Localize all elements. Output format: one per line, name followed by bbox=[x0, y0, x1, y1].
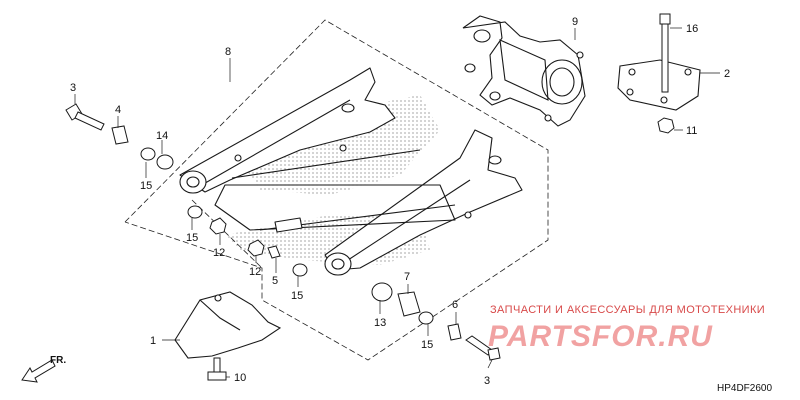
callout-15-a: 15 bbox=[140, 180, 152, 192]
nut-12-a bbox=[209, 217, 227, 235]
final-drive-housing bbox=[462, 15, 586, 127]
callout-1: 1 bbox=[150, 335, 156, 347]
callout-5: 5 bbox=[272, 275, 278, 287]
callout-14: 14 bbox=[156, 130, 168, 142]
front-label: FR. bbox=[50, 355, 66, 366]
leader-lines bbox=[74, 27, 720, 378]
swingarm bbox=[179, 67, 523, 276]
collar-5 bbox=[267, 245, 281, 259]
nut-11 bbox=[657, 117, 675, 134]
seal-15-d bbox=[418, 311, 434, 325]
bearing-13 bbox=[371, 282, 393, 302]
callout-15-d: 15 bbox=[421, 339, 433, 351]
bolt-3-lower bbox=[465, 335, 501, 361]
callout-3-lower: 3 bbox=[484, 375, 490, 387]
front-direction-marker: FR. bbox=[21, 355, 66, 383]
skid-plate bbox=[174, 291, 282, 359]
seal-15-c bbox=[292, 263, 308, 277]
callout-6: 6 bbox=[452, 299, 458, 311]
callout-9: 9 bbox=[572, 16, 578, 28]
bearing-14 bbox=[156, 154, 174, 170]
callout-7: 7 bbox=[404, 271, 410, 283]
callouts: 3 4 14 15 8 9 16 2 11 15 12 12 5 15 7 13… bbox=[70, 16, 730, 387]
callout-13: 13 bbox=[374, 317, 386, 329]
assembly-boundary bbox=[124, 19, 549, 361]
bolt-16 bbox=[659, 13, 671, 93]
bolt-10 bbox=[207, 357, 227, 381]
callout-15-b: 15 bbox=[186, 232, 198, 244]
callout-16: 16 bbox=[686, 23, 698, 35]
callout-2: 2 bbox=[724, 68, 730, 80]
callout-11: 11 bbox=[686, 125, 697, 137]
callout-4: 4 bbox=[115, 104, 121, 116]
callout-12-b: 12 bbox=[249, 266, 261, 278]
mounting-bracket bbox=[617, 59, 701, 111]
bolt-3-upper bbox=[65, 103, 105, 131]
callout-10: 10 bbox=[234, 372, 246, 384]
seal-15-a bbox=[140, 147, 156, 161]
callout-15-c: 15 bbox=[291, 290, 303, 302]
collar-6 bbox=[447, 323, 462, 341]
arrow-icon bbox=[21, 359, 56, 383]
callout-12-a: 12 bbox=[213, 247, 225, 259]
watermark-tagline: ЗАПЧАСТИ И АКСЕССУАРЫ ДЛЯ МОТОТЕХНИКИ bbox=[490, 304, 765, 316]
watermark: ЗАПЧАСТИ И АКСЕССУАРЫ ДЛЯ МОТОТЕХНИКИ PA… bbox=[488, 304, 765, 353]
watermark-brand: PARTSFOR.RU bbox=[488, 320, 713, 353]
callout-8: 8 bbox=[225, 46, 231, 58]
callout-3-upper: 3 bbox=[70, 82, 76, 94]
diagram-code: HP4DF2600 bbox=[717, 383, 772, 394]
seal-15-b bbox=[187, 205, 203, 219]
assembly-boundary-inner bbox=[191, 199, 263, 269]
collar-7 bbox=[397, 291, 421, 317]
nut-12-b bbox=[247, 239, 265, 257]
collar-4 bbox=[111, 125, 129, 145]
